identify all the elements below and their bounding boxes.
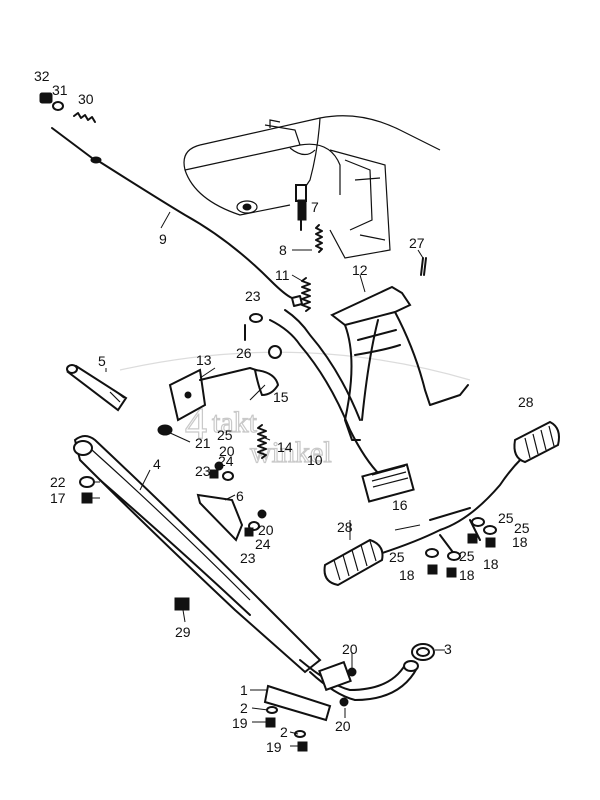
exhaust-pipe — [299, 659, 419, 701]
callout-14: 14 — [277, 439, 293, 455]
callout-24-center: 24 — [218, 453, 234, 469]
callout-30: 30 — [78, 91, 94, 107]
callout-1: 1 — [240, 682, 248, 698]
callout-25-upper: 25 — [498, 510, 514, 526]
callout-29: 29 — [175, 624, 191, 640]
frame-outline — [183, 115, 441, 259]
callout-9: 9 — [159, 231, 167, 247]
watermark: 4 takt winkel — [119, 351, 471, 470]
part-8-switch-spring — [315, 224, 323, 253]
callout-20-bottom: 20 — [335, 718, 351, 734]
part-30-spring — [73, 112, 96, 123]
part-9-brake-rod — [51, 127, 303, 307]
callout-27: 27 — [409, 235, 425, 251]
callout-25-lower-right: 25 — [459, 548, 475, 564]
callout-24-lower: 24 — [255, 536, 271, 552]
callout-18-lower-center: 18 — [483, 556, 499, 572]
callout-21: 21 — [195, 435, 211, 451]
callout-19-lower: 19 — [266, 739, 282, 755]
callout-23-lower: 23 — [240, 550, 256, 566]
part-7-stop-switch — [295, 184, 307, 231]
callout-25-left: 25 — [217, 427, 233, 443]
part-21-washer — [157, 424, 173, 436]
part-31-cap — [52, 101, 64, 111]
callout-26: 26 — [236, 345, 252, 361]
callout-13: 13 — [196, 352, 212, 368]
callout-25-lower-left: 25 — [389, 549, 405, 565]
part-10-brake-pedal — [268, 309, 415, 503]
part-11-spring — [301, 277, 311, 312]
part-20-nut-center — [214, 461, 267, 519]
callout-20-pipe: 20 — [342, 641, 358, 657]
part-18-bolts-right — [427, 533, 496, 578]
callout-6: 6 — [236, 488, 244, 504]
callout-17: 17 — [50, 490, 66, 506]
callout-20-right: 20 — [258, 522, 274, 538]
callout-2-upper: 2 — [240, 700, 248, 716]
part-29-clip — [174, 597, 190, 611]
watermark-line1: takt — [212, 406, 258, 439]
callout-4: 4 — [153, 456, 161, 472]
callout-7: 7 — [311, 199, 319, 215]
callout-22: 22 — [50, 474, 66, 490]
callout-8: 8 — [279, 242, 287, 258]
part-17-bolt-left — [81, 492, 93, 504]
part-1-heat-guard — [263, 684, 332, 722]
part-2-washers-lower — [266, 706, 306, 738]
part-3-gasket — [411, 643, 435, 661]
callout-18-right: 18 — [512, 534, 528, 550]
part-23-bolt-center — [209, 469, 254, 537]
leader-lines — [92, 206, 445, 747]
callout-28-right: 28 — [518, 394, 534, 410]
part-32-adjuster-nut — [39, 92, 53, 104]
callout-10: 10 — [307, 452, 323, 468]
callout-11: 11 — [275, 267, 290, 283]
part-28-footrest-rubber-left — [323, 538, 384, 587]
callout-23-top: 23 — [245, 288, 261, 304]
part-25-washers-right — [425, 517, 497, 561]
callout-23-center: 23 — [195, 463, 211, 479]
callout-12: 12 — [352, 262, 368, 278]
part-20-nuts-lower — [339, 667, 357, 707]
part-5-pivot-shaft — [66, 364, 128, 412]
part-13-bracket — [168, 367, 263, 422]
callout-28-left: 28 — [337, 519, 353, 535]
callout-18-lower-left: 18 — [399, 567, 415, 583]
part-28-footrest-rubber-right — [513, 420, 560, 464]
callout-2-lower: 2 — [280, 724, 288, 740]
callout-20-center: 20 — [219, 443, 235, 459]
callout-3: 3 — [444, 641, 452, 657]
callout-15: 15 — [273, 389, 289, 405]
callout-18-lower-right: 18 — [459, 567, 475, 583]
callout-31: 31 — [52, 82, 68, 98]
callout-25-upper-right: 25 — [514, 520, 530, 536]
part-22-washer-left — [79, 476, 95, 488]
callout-labels: 32 31 30 9 7 8 27 11 12 23 26 5 13 15 21… — [34, 68, 534, 755]
part-14-spring — [257, 424, 267, 459]
callout-16: 16 — [392, 497, 408, 513]
part-27-cotter-pin — [420, 257, 427, 276]
callout-19-upper: 19 — [232, 715, 248, 731]
callout-32: 32 — [34, 68, 50, 84]
callout-5: 5 — [98, 353, 106, 369]
part-4-muffler — [73, 435, 322, 674]
part-23-washer-top — [249, 313, 263, 323]
